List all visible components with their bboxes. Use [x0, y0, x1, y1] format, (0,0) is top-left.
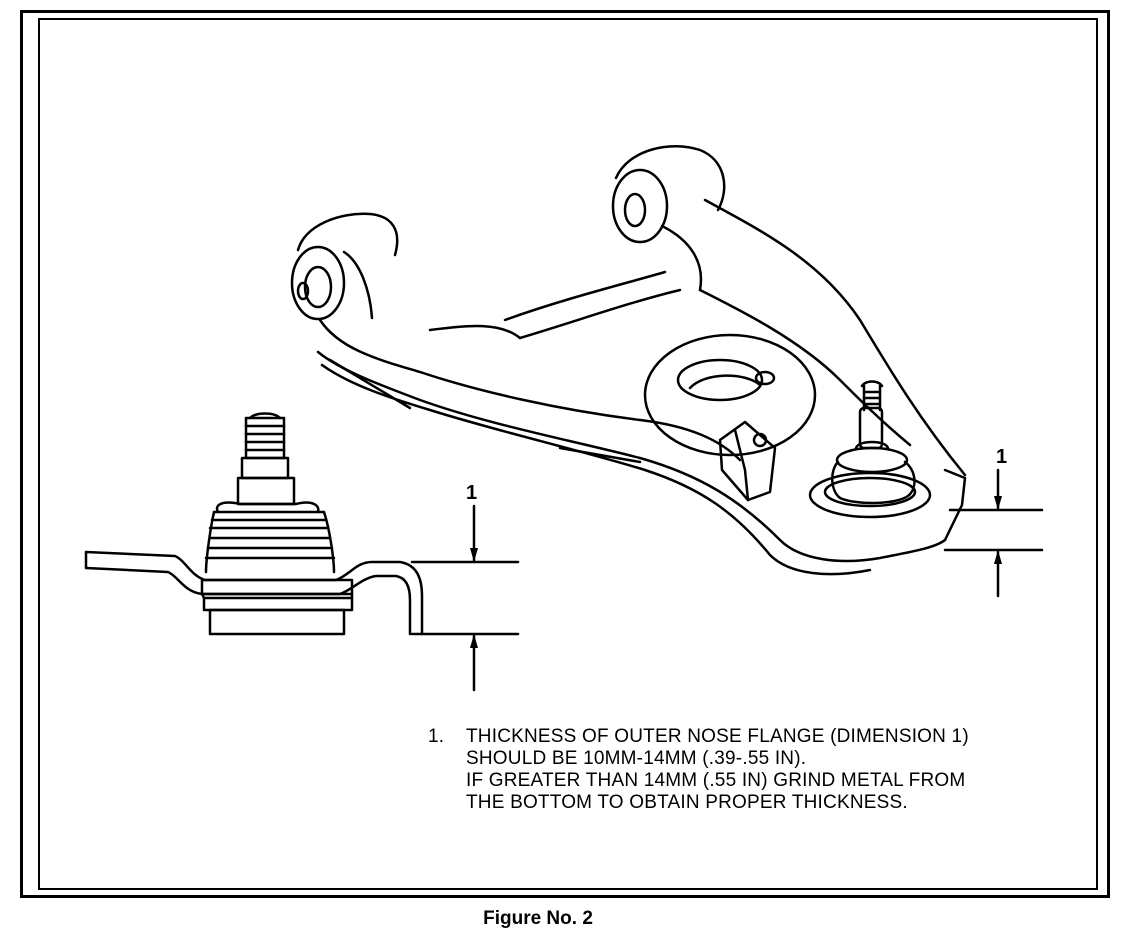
- figure-caption-row: Figure No. 2: [0, 908, 1136, 930]
- balljoint-section-illustration: [84, 412, 424, 636]
- dimension-label-balljoint: 1: [466, 482, 478, 504]
- control-arm-illustration: [290, 144, 967, 576]
- figure-caption: Figure No. 2: [483, 908, 593, 929]
- diagram-panel: [38, 18, 1098, 890]
- note-line: IF GREATER THAN 14MM (.55 IN) GRIND META…: [466, 770, 966, 791]
- arm-arrow-down: [994, 496, 1002, 510]
- dimension-label-arm: 1: [996, 446, 1008, 468]
- note-line: THICKNESS OF OUTER NOSE FLANGE (DIMENSIO…: [466, 726, 969, 747]
- note-line: SHOULD BE 10MM-14MM (.39-.55 IN).: [466, 748, 807, 769]
- note-line: THE BOTTOM TO OBTAIN PROPER THICKNESS.: [466, 792, 908, 813]
- note-body: THICKNESS OF OUTER NOSE FLANGE (DIMENSIO…: [466, 726, 1056, 814]
- balljoint-arrow-up: [470, 634, 478, 648]
- note-number: 1.: [428, 726, 445, 747]
- arm-dimension-marks: [943, 468, 1044, 598]
- outer-frame: [20, 10, 1110, 898]
- balljoint-arrow-down: [470, 548, 478, 562]
- arm-arrow-up: [994, 550, 1002, 564]
- balljoint-dimension-marks: [410, 504, 520, 692]
